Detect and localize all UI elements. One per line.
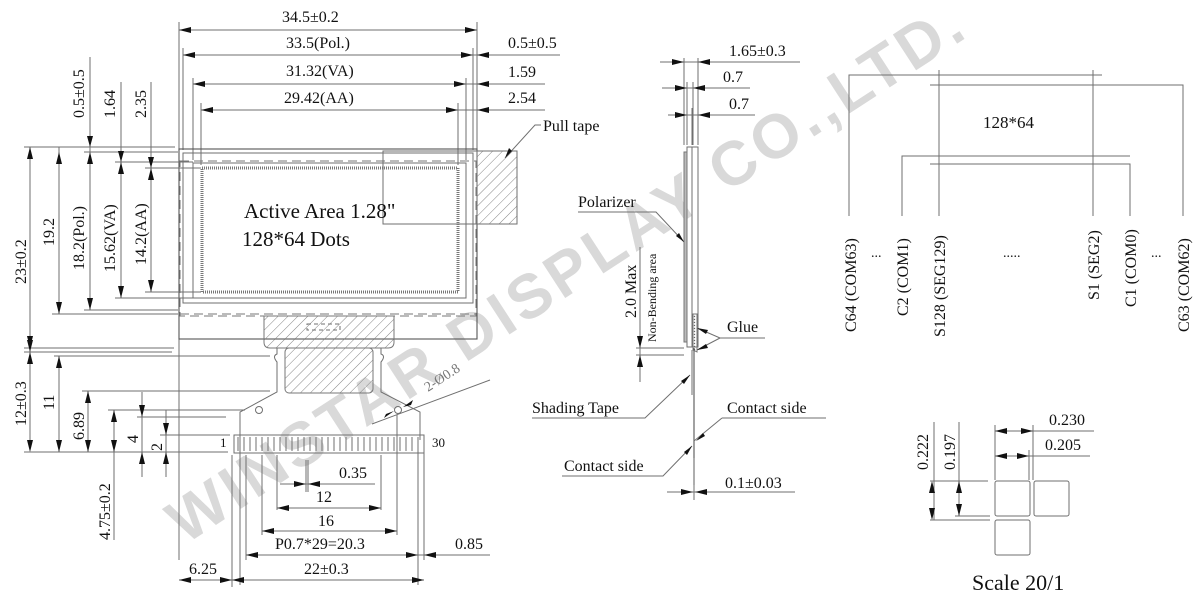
dim-layer-2: 0.7 bbox=[729, 96, 749, 113]
polarizer-outline bbox=[179, 160, 477, 317]
dim-glass-height: 19.2 bbox=[41, 218, 58, 246]
dim-2: 2 bbox=[149, 443, 166, 451]
dim-pixel-size-v: 0.197 bbox=[942, 434, 959, 470]
glue bbox=[692, 313, 698, 353]
dim-aa-height: 14.2(AA) bbox=[133, 203, 150, 265]
front-view: Active Area 1.28" 128*64 Dots 2-Ø0.8 1 3… bbox=[178, 22, 518, 560]
pin-c1: C1 (COM0) bbox=[1123, 229, 1140, 307]
pull-tape bbox=[476, 150, 518, 225]
pin-s128: S128 (SEG129) bbox=[932, 235, 949, 337]
fpc-dimensions: 12±0.3 11 6.89 4 2 4.75±0.2 0.35 1 bbox=[13, 340, 490, 587]
fpc-hole-left bbox=[255, 406, 263, 414]
dim-pixel-pitch-v: 0.222 bbox=[915, 434, 932, 470]
dim-aa-width: 29.42(AA) bbox=[284, 90, 354, 107]
glue-label: Glue bbox=[727, 319, 758, 336]
dim-fpc-thickness: 0.1±0.03 bbox=[725, 475, 782, 492]
pin-c63: C63 (COM62) bbox=[1176, 238, 1193, 332]
active-area-dots: 128*64 Dots bbox=[242, 227, 350, 251]
dim-fpc-length: 12±0.3 bbox=[13, 381, 30, 426]
dim-12: 12 bbox=[316, 489, 332, 506]
active-area bbox=[200, 166, 460, 294]
dim-va-height: 15.62(VA) bbox=[102, 204, 119, 272]
dim-pol-height: 18.2(Pol.) bbox=[71, 206, 88, 270]
dim-top-offset-3: 2.35 bbox=[133, 90, 150, 118]
dim-11: 11 bbox=[41, 395, 58, 410]
dim-pixel-size-h: 0.205 bbox=[1045, 437, 1081, 454]
contact-side-top-label: Contact side bbox=[727, 400, 807, 417]
contact-side-bottom-label: Contact side bbox=[564, 458, 644, 475]
scale-label: Scale 20/1 bbox=[972, 570, 1064, 595]
pin-30-label: 30 bbox=[432, 435, 445, 450]
side-view: 1.65±0.3 0.7 0.7 Polarizer 2.0 Max Non-B… bbox=[532, 43, 826, 500]
polarizer-label: Polarizer bbox=[578, 194, 636, 211]
ellipsis-1: ... bbox=[871, 246, 882, 261]
pixel-3 bbox=[994, 519, 1031, 556]
pin-map-resolution: 128*64 bbox=[983, 113, 1035, 132]
dim-va-width: 31.32(VA) bbox=[286, 63, 354, 80]
pull-tape-label: Pull tape bbox=[543, 118, 599, 135]
contact-pins bbox=[237, 437, 419, 451]
dim-pitch: P0.7*29=20.3 bbox=[275, 536, 365, 553]
dim-outline-height: 23±0.2 bbox=[13, 239, 30, 284]
pixel-2 bbox=[1033, 480, 1070, 517]
non-bending-max: 2.0 Max bbox=[623, 265, 640, 318]
pixel-detail: 0.230 0.205 0.222 0.197 Scale 20/1 bbox=[915, 412, 1094, 595]
dim-4: 4 bbox=[125, 435, 142, 443]
vertical-dimensions: 0.5±0.5 1.64 2.35 23±0.2 19.2 18.2(Pol.)… bbox=[13, 57, 201, 450]
dim-pixel-pitch-h: 0.230 bbox=[1049, 412, 1085, 429]
dim-fpc-width: 22±0.3 bbox=[304, 561, 349, 578]
dim-right-offset-3: 2.54 bbox=[508, 90, 536, 107]
ellipsis-2: ..... bbox=[1003, 246, 1021, 261]
dim-right-offset-2: 1.59 bbox=[508, 64, 536, 81]
dim-6-89: 6.89 bbox=[71, 412, 88, 440]
dim-pol-width: 33.5(Pol.) bbox=[286, 35, 350, 52]
dim-16: 16 bbox=[318, 513, 334, 530]
dim-top-offset-1: 0.5±0.5 bbox=[71, 69, 88, 118]
dim-pin-width: 0.35 bbox=[339, 465, 367, 482]
shading-tape-label: Shading Tape bbox=[532, 400, 619, 417]
pixel-1 bbox=[994, 480, 1031, 517]
pin-c64: C64 (COM63) bbox=[843, 238, 860, 332]
dim-thickness: 1.65±0.3 bbox=[729, 43, 786, 60]
polarizer-layer bbox=[683, 151, 688, 343]
dim-edge: 0.85 bbox=[455, 536, 483, 553]
non-bending-label: Non-Bending area bbox=[645, 253, 659, 342]
pin-map: 128*64 C64 (COM63) ... C2 (COM1) S128 (S… bbox=[843, 70, 1193, 337]
pin-s1: S1 (SEG2) bbox=[1086, 230, 1103, 300]
fpc-hole-right bbox=[394, 406, 402, 414]
active-area-title: Active Area 1.28" bbox=[244, 199, 395, 223]
ic-bonding-area bbox=[263, 315, 395, 349]
ellipsis-3: ... bbox=[1151, 246, 1162, 261]
dim-left-offset: 6.25 bbox=[189, 561, 217, 578]
horizontal-dimensions: 34.5±0.2 33.5(Pol.) 0.5±0.5 31.32(VA) 1.… bbox=[179, 9, 599, 159]
dim-4-75: 4.75±0.2 bbox=[97, 483, 114, 540]
pin-c2: C2 (COM1) bbox=[895, 238, 912, 316]
dim-top-offset-2: 1.64 bbox=[102, 90, 119, 118]
dim-right-offset-1: 0.5±0.5 bbox=[508, 35, 557, 52]
dim-outline-width: 34.5±0.2 bbox=[282, 9, 339, 26]
pin-1-label: 1 bbox=[220, 435, 227, 450]
dim-layer-1: 0.7 bbox=[723, 69, 743, 86]
